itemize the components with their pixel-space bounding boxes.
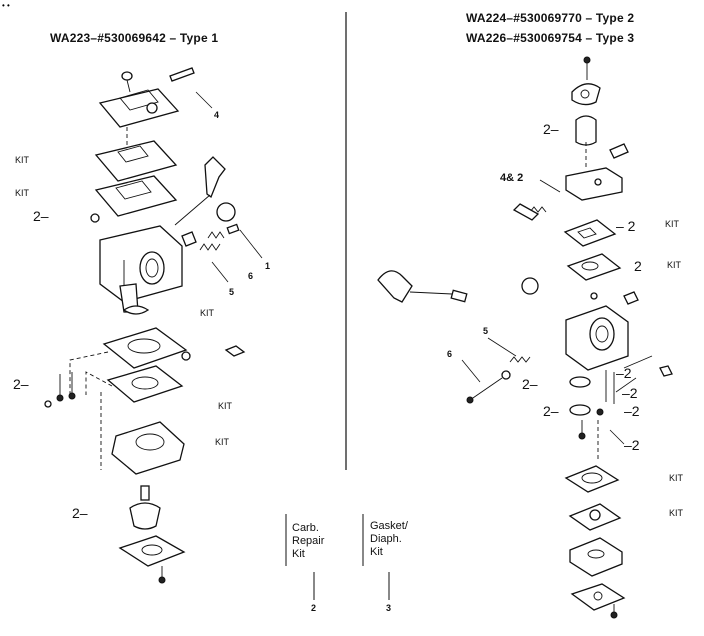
right-callout-6: 6: [447, 349, 453, 359]
left-spring-1: [199, 243, 221, 251]
legend-frame: [285, 514, 390, 600]
right-fuel-screen: [575, 115, 597, 146]
left-exploded-view: [44, 67, 263, 584]
right-callout-5: 5: [483, 326, 489, 336]
left-throttle-lever: [204, 156, 226, 199]
left-callout-2-a: 2–: [33, 208, 49, 224]
right-callout-4-and-2: 4& 2: [500, 172, 524, 184]
left-callout-5: 5: [229, 287, 235, 297]
left-callout-2-b: 2–: [13, 376, 29, 392]
left-fitting: [140, 485, 150, 501]
right-top-plate: [571, 83, 601, 106]
left-spring-2: [207, 231, 225, 239]
right-callout-2-h: –2: [624, 437, 640, 453]
left-top-screw: [121, 71, 133, 81]
right-bottom-plate: [570, 583, 626, 611]
right-throttle-plate: [521, 277, 539, 295]
right-kit-label-1: KIT: [665, 219, 680, 229]
right-needle-spring: [529, 206, 547, 213]
left-bottom-cover: [118, 535, 186, 567]
right-callout-2-f: 2–: [543, 403, 559, 419]
right-kit-label-4: KIT: [669, 508, 684, 518]
left-title: WA223–#530069642 – Type 1: [50, 31, 219, 45]
left-kit-label-4: KIT: [218, 401, 233, 411]
left-metering-gasket: [102, 327, 188, 369]
right-callout-2-b: 2: [634, 258, 642, 274]
right-kit-label-2: KIT: [667, 260, 682, 270]
right-title-type3: WA226–#530069754 – Type 3: [466, 31, 635, 45]
left-kit-label-3: KIT: [200, 308, 215, 318]
right-callout-2-top: 2–: [543, 121, 559, 137]
right-throttle-lever: [377, 270, 413, 303]
right-title-type2: WA224–#530069770 – Type 2: [466, 11, 635, 25]
left-callout-1: 1: [265, 261, 271, 271]
legend-carb-number: 2: [311, 603, 317, 613]
right-exploded-view: [377, 56, 673, 619]
left-gasket-1: [94, 140, 178, 182]
legend-gasket-number: 3: [386, 603, 392, 613]
right-gasket-1: [563, 219, 617, 247]
svg-text:• •: • •: [2, 1, 10, 10]
right-kit-label-3: KIT: [669, 473, 684, 483]
left-screws: [44, 372, 76, 408]
right-gasket-2: [566, 253, 622, 281]
right-spring-left: [509, 356, 531, 363]
right-metering-cover: [569, 537, 623, 577]
left-throttle-plate: [216, 202, 236, 222]
right-callout-2-d: 2–: [522, 376, 538, 392]
left-needle-screw: [169, 67, 195, 82]
left-callout-6: 6: [248, 271, 254, 281]
right-callout-2-e: –2: [622, 385, 638, 401]
left-callout-2-c: 2–: [72, 505, 88, 521]
left-metering-diaphragm: [106, 365, 184, 403]
left-metering-cover: [111, 421, 185, 475]
right-metering-gasket: [564, 465, 620, 493]
right-callout-2-g: –2: [624, 403, 640, 419]
left-pump-cup: [129, 502, 161, 530]
left-kit-label-2: KIT: [15, 188, 30, 198]
left-pump-cover: [98, 88, 180, 128]
left-callout-4: 4: [214, 110, 220, 120]
right-callout-2-a: – 2: [616, 218, 636, 234]
left-kit-label-1: KIT: [15, 155, 30, 165]
right-callout-2-c: –2: [616, 365, 632, 381]
right-pump-block: [565, 167, 623, 201]
legend-carb-repair-kit: Carb. Repair Kit: [292, 522, 325, 560]
legend-gasket-diaph-kit: Gasket/ Diaph. Kit: [370, 520, 408, 558]
left-kit-label-5: KIT: [215, 437, 230, 447]
